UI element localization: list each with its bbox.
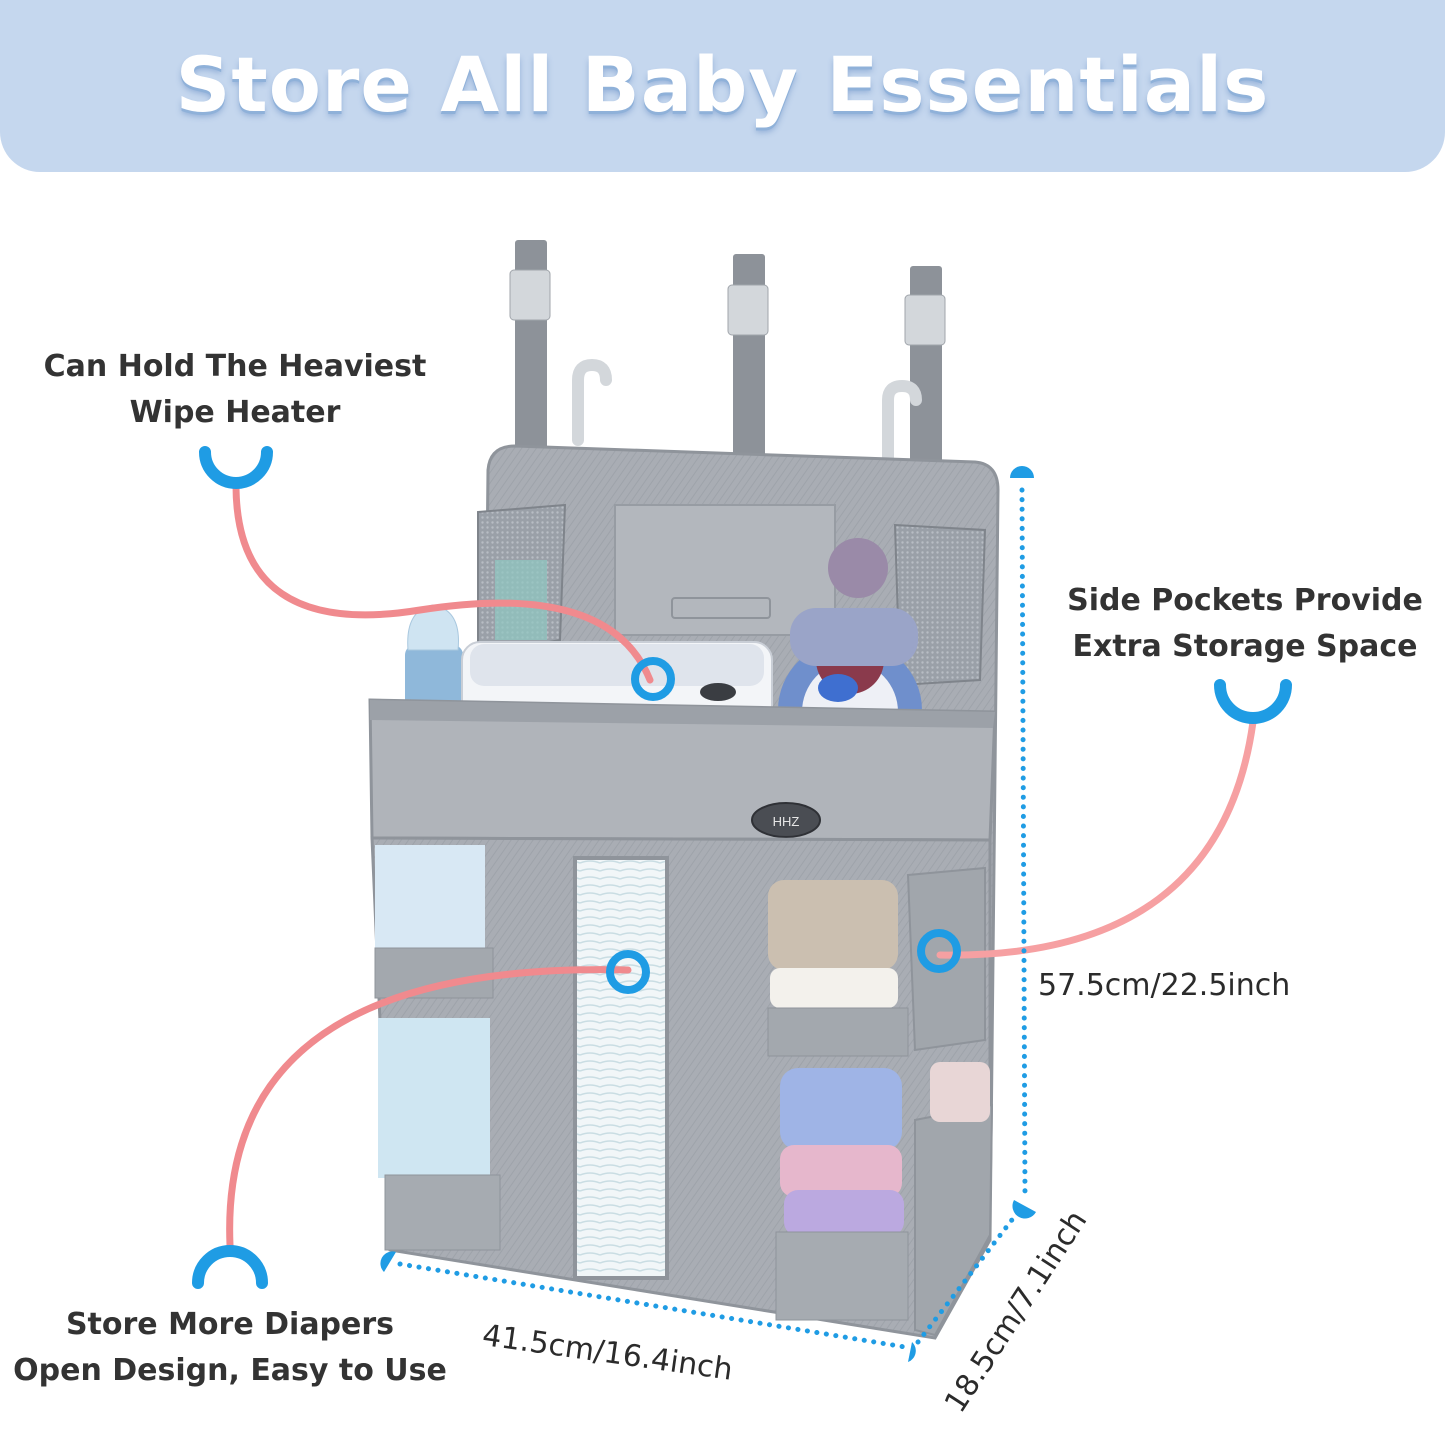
left-shelf-top [375, 845, 485, 955]
left-shelf-bottom [378, 1018, 490, 1178]
cap-icon-wipe-heater [199, 446, 273, 489]
page-title: Store All Baby Essentials [175, 40, 1270, 129]
marker-ring-wipe-heater [631, 657, 675, 701]
beige-towel [768, 880, 898, 970]
marker-ring-diapers [606, 950, 650, 994]
diaper-compartment [573, 856, 669, 1280]
purple-towel [784, 1190, 904, 1236]
callout-diapers-line2: Open Design, Easy to Use [13, 1353, 447, 1388]
connector-wipe-heater [232, 481, 654, 684]
dimension-height-label: 57.5cm/22.5inch [1038, 968, 1291, 1003]
callout-diapers-line1: Store More Diapers [65, 1307, 395, 1342]
brand-badge: HHZ [751, 802, 821, 838]
callout-side-pockets-line1: Side Pockets Provide [1067, 583, 1423, 618]
right-mesh-pocket [893, 523, 987, 687]
dimension-lines [380, 466, 1036, 1362]
svg-text:HHZ: HHZ [773, 814, 800, 829]
callout-wipe-heater-line1: Can Hold The Heaviest [43, 349, 427, 384]
callout-diapers: Store More Diapers Open Design, Easy to … [10, 1302, 450, 1394]
cap-icon-side-pockets [1214, 679, 1292, 724]
callout-side-pockets: Side Pockets Provide Extra Storage Space [1055, 578, 1435, 670]
blue-towel [780, 1068, 902, 1150]
pink-towel [780, 1145, 902, 1197]
header-banner: Store All Baby Essentials [0, 0, 1445, 172]
marker-ring-side-pockets [917, 929, 961, 973]
right-side-pocket-upper [906, 866, 986, 1052]
connector-side-pockets [936, 718, 1257, 959]
connector-diapers [226, 966, 632, 1249]
callout-wipe-heater: Can Hold The Heaviest Wipe Heater [40, 344, 430, 436]
cap-icon-diapers [192, 1245, 268, 1289]
callout-side-pockets-line2: Extra Storage Space [1072, 629, 1418, 664]
callout-wipe-heater-line2: Wipe Heater [129, 395, 341, 430]
right-side-pocket-lower [914, 1103, 994, 1337]
